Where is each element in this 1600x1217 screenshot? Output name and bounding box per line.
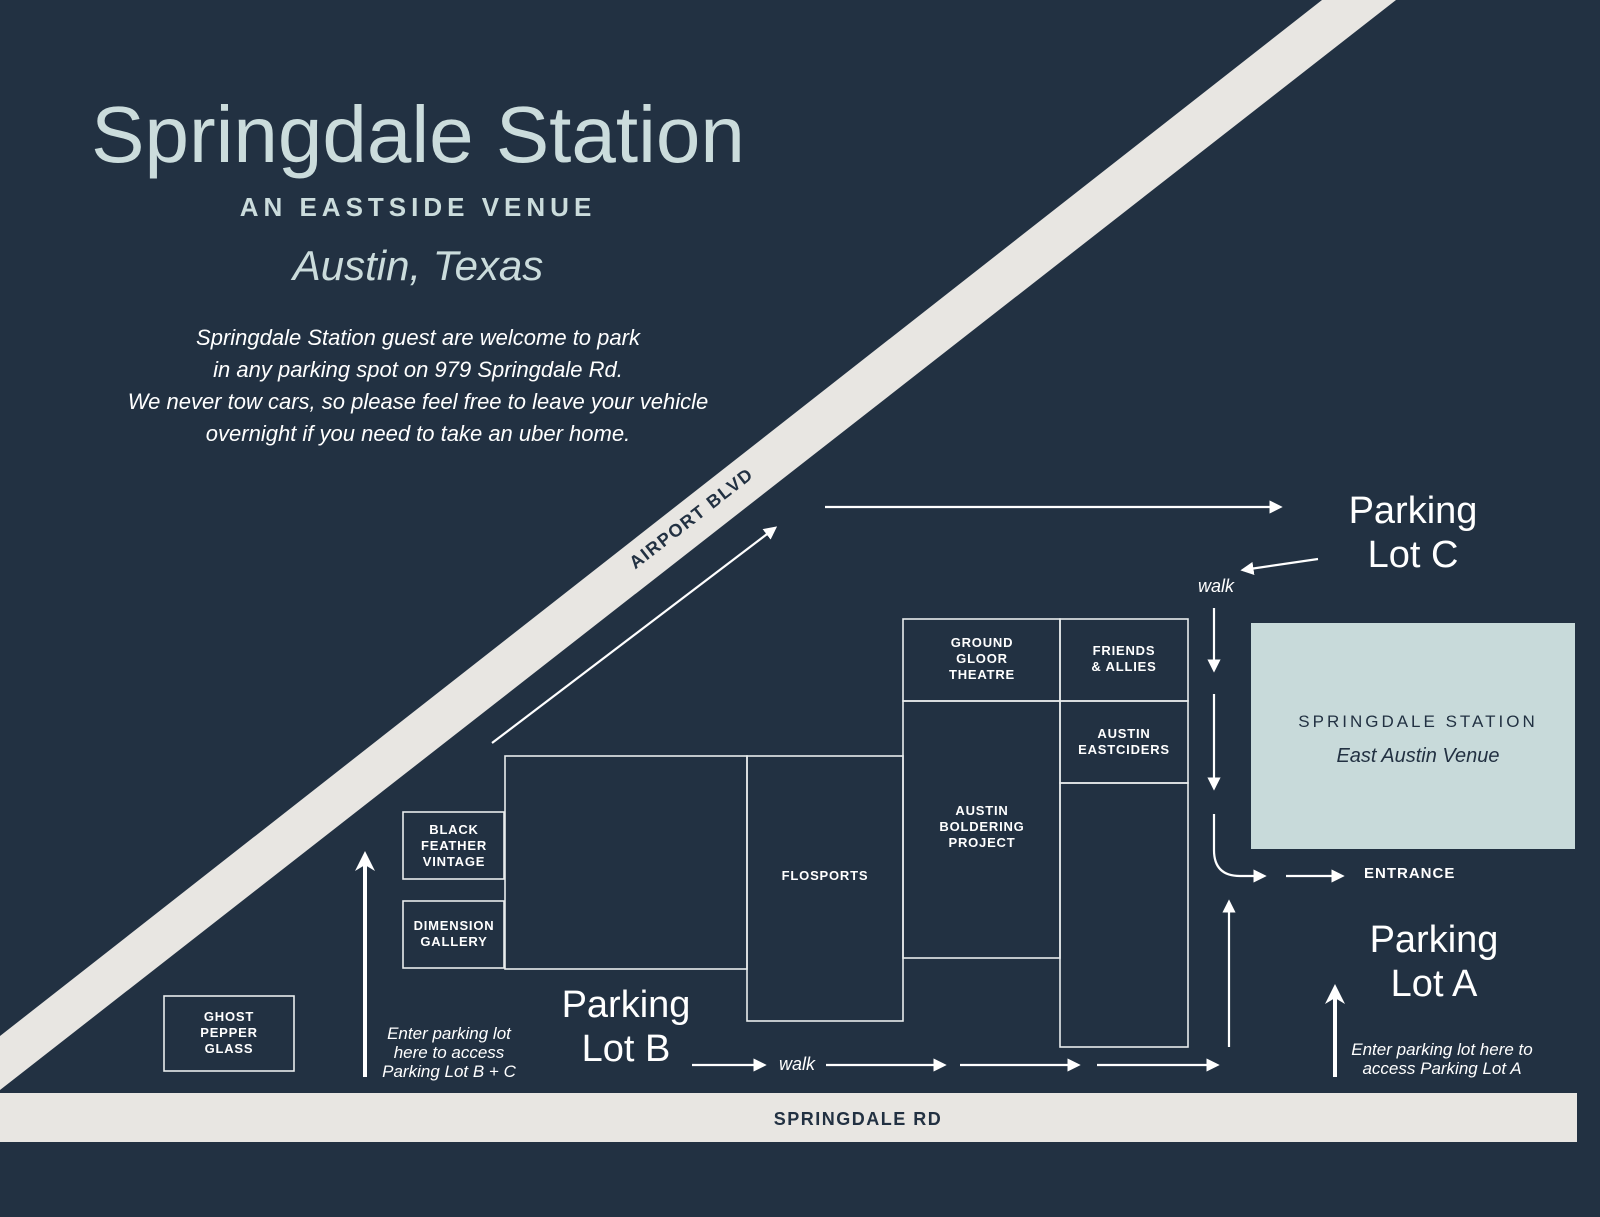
walk-label-lot-c: walk [1198, 576, 1235, 596]
parking-lot-b-line-1: Parking [562, 984, 691, 1026]
arrow-from-lot-c [1240, 557, 1319, 575]
springdale-rd-road [0, 1093, 1577, 1142]
building-label: EASTCIDERS [1078, 742, 1170, 757]
arrow-walk-curve [1212, 814, 1267, 883]
building-label: BOLDERING [939, 819, 1024, 834]
parking-lot-a-line-2: Lot A [1391, 963, 1478, 1005]
enter-note-bc-line-3: Parking Lot B + C [382, 1062, 516, 1081]
building-label: FRIENDS [1093, 643, 1156, 658]
building-label: AUSTIN [1097, 726, 1150, 741]
building-label: GROUND [951, 635, 1014, 650]
map-title: Springdale Station [91, 90, 745, 179]
building-label: FLOSPORTS [782, 868, 869, 883]
arrow-to-airport [491, 526, 778, 744]
building-label: PROJECT [948, 835, 1015, 850]
building-label: AUSTIN [955, 803, 1008, 818]
building-austin-eastciders: AUSTIN EASTCIDERS [1059, 700, 1189, 784]
building-flosports: FLOSPORTS [746, 755, 904, 1022]
building-label: VINTAGE [423, 854, 485, 869]
building-ghost-pepper-glass: GHOST PEPPER GLASS [163, 995, 295, 1072]
enter-note-a-line-1: Enter parking lot here to [1351, 1040, 1532, 1059]
airport-blvd-road [0, 0, 1396, 1090]
springdale-rd-label: SPRINGDALE RD [774, 1109, 943, 1129]
building-friends-allies: FRIENDS & ALLIES [1059, 618, 1189, 702]
venue-name: SPRINGDALE STATION [1298, 712, 1537, 731]
building-label: BLACK [429, 822, 479, 837]
building-dimension-gallery: DIMENSION GALLERY [402, 900, 505, 969]
walk-label-lot-b: walk [779, 1054, 816, 1074]
building-label: PEPPER [200, 1025, 258, 1040]
enter-note-a-line-2: access Parking Lot A [1362, 1059, 1521, 1078]
building-label: GALLERY [420, 934, 487, 949]
building-label: THEATRE [949, 667, 1015, 682]
springdale-station-venue[interactable]: SPRINGDALE STATION East Austin Venue [1251, 623, 1575, 849]
building-unlabeled-large [504, 755, 748, 970]
building-ground-gloor-theatre: GROUND GLOOR THEATRE [902, 618, 1061, 702]
map-location: Austin, Texas [290, 242, 544, 289]
building-label: DIMENSION [414, 918, 495, 933]
building-label: GLASS [205, 1041, 254, 1056]
parking-lot-c-line-1: Parking [1349, 490, 1478, 532]
building-unlabeled-tall [1059, 782, 1189, 1048]
building-austin-boldering-project: AUSTIN BOLDERING PROJECT [902, 700, 1061, 959]
parking-note-line-3: We never tow cars, so please feel free t… [128, 389, 708, 414]
enter-note-bc-line-2: here to access [394, 1043, 505, 1062]
entrance-label: ENTRANCE [1364, 865, 1455, 882]
parking-note-line-4: overnight if you need to take an uber ho… [206, 421, 630, 446]
map-subtitle: AN EASTSIDE VENUE [240, 192, 597, 222]
building-label: FEATHER [421, 838, 487, 853]
building-label: GLOOR [956, 651, 1008, 666]
parking-note-line-1: Springdale Station guest are welcome to … [196, 325, 641, 350]
parking-lot-a-line-1: Parking [1370, 919, 1499, 961]
parking-lot-c-line-2: Lot C [1368, 534, 1459, 576]
building-label: & ALLIES [1091, 659, 1156, 674]
venue-tagline: East Austin Venue [1336, 745, 1499, 767]
parking-lot-b-line-2: Lot B [582, 1028, 671, 1070]
parking-note-line-2: in any parking spot on 979 Springdale Rd… [213, 357, 623, 382]
building-black-feather-vintage: BLACK FEATHER VINTAGE [402, 811, 505, 880]
enter-note-bc-line-1: Enter parking lot [387, 1024, 512, 1043]
building-label: GHOST [204, 1009, 254, 1024]
